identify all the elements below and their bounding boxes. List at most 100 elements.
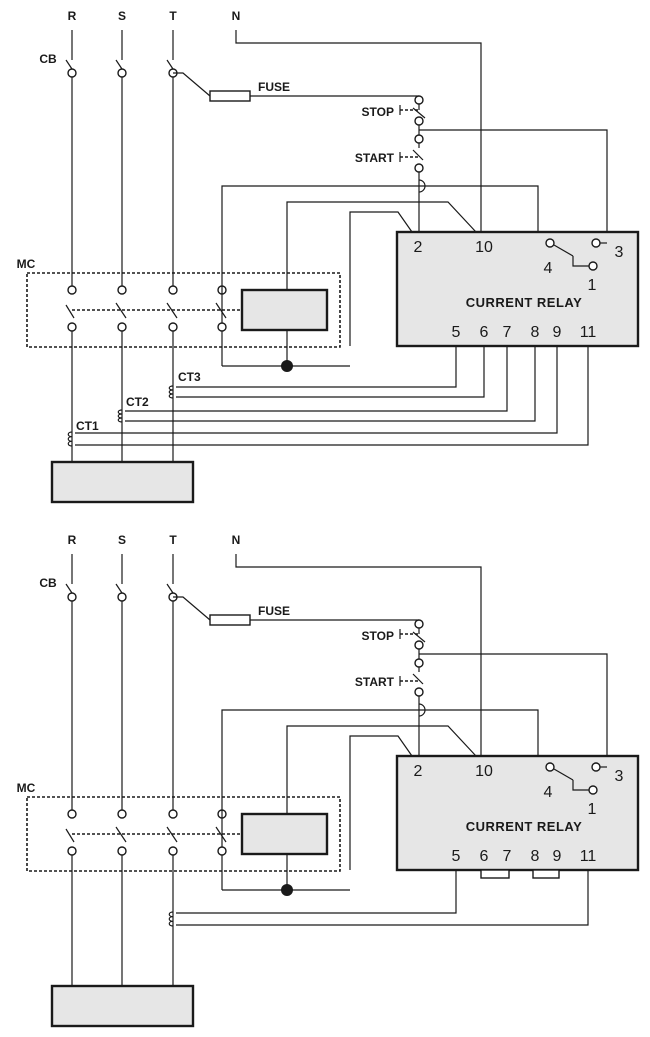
ct2-label: CT2 bbox=[126, 395, 149, 409]
mc-terminal bbox=[117, 809, 127, 819]
control-terminal bbox=[414, 640, 424, 650]
control-terminal bbox=[414, 163, 424, 173]
relay-terminal-6: 6 bbox=[480, 848, 489, 865]
cb-terminal bbox=[67, 592, 77, 602]
relay-terminal-8: 8 bbox=[531, 324, 540, 341]
relay-contact-link bbox=[572, 256, 589, 267]
ct1-coil bbox=[67, 431, 73, 447]
relay-terminal-7: 7 bbox=[503, 324, 512, 341]
relay-terminal-5: 5 bbox=[452, 848, 461, 865]
mc-terminal bbox=[217, 846, 227, 856]
fuse-branch bbox=[173, 72, 211, 97]
fuse-label: FUSE bbox=[258, 604, 290, 618]
ct-wire-a bbox=[176, 870, 457, 914]
control-terminal bbox=[414, 658, 424, 668]
mc-contact bbox=[115, 826, 127, 843]
ct2-coil bbox=[117, 409, 123, 423]
phase-label: T bbox=[169, 9, 177, 23]
start-label: START bbox=[355, 151, 395, 165]
relay-contact-4 bbox=[545, 762, 555, 772]
phase-label-n: N bbox=[232, 533, 241, 547]
mc-contact bbox=[65, 828, 75, 843]
fuse-element bbox=[209, 90, 251, 102]
mc-terminal bbox=[67, 285, 77, 295]
mc-terminal bbox=[67, 322, 77, 332]
mc-terminal bbox=[117, 846, 127, 856]
relay-terminal-1: 1 bbox=[588, 277, 597, 294]
mc-terminal bbox=[67, 809, 77, 819]
mc-contact bbox=[65, 304, 75, 319]
cb-label: CB bbox=[39, 576, 57, 590]
relay-terminal-2: 2 bbox=[414, 763, 423, 780]
start-label: START bbox=[355, 675, 395, 689]
ct-coil bbox=[168, 911, 174, 927]
mc-contact bbox=[215, 826, 227, 843]
fuse-label: FUSE bbox=[258, 80, 290, 94]
contactor-label: MC bbox=[17, 781, 36, 795]
relay-contact-arm bbox=[553, 768, 574, 781]
relay-contact-1 bbox=[588, 785, 598, 795]
relay-contact-3 bbox=[591, 238, 601, 248]
relay-terminal-9: 9 bbox=[553, 848, 562, 865]
ct2-wire-b bbox=[125, 346, 536, 422]
control-terminal bbox=[414, 134, 424, 144]
fuse-element bbox=[209, 614, 251, 626]
relay-terminal-11: 11 bbox=[580, 324, 597, 341]
junction-dot bbox=[281, 360, 293, 372]
relay-2-wire bbox=[349, 211, 413, 346]
ct2-wire-a bbox=[125, 346, 508, 412]
mc-terminal bbox=[67, 846, 77, 856]
current-relay-box bbox=[395, 230, 640, 348]
relay-contact-3 bbox=[591, 762, 601, 772]
cb-terminal bbox=[117, 592, 127, 602]
contactor-outline bbox=[26, 272, 341, 348]
relay-terminal-4: 4 bbox=[544, 260, 553, 277]
mc-contact bbox=[215, 302, 227, 319]
relay-contact-arm bbox=[553, 244, 574, 257]
ct3-label: CT3 bbox=[178, 370, 201, 384]
contactor-outline bbox=[26, 796, 341, 872]
mc-contact bbox=[115, 302, 127, 319]
ct3-wire-a bbox=[176, 346, 457, 388]
contactor-label: MC bbox=[17, 257, 36, 271]
phase-label: S bbox=[118, 9, 126, 23]
mc-terminal bbox=[217, 322, 227, 332]
start-contact bbox=[412, 673, 424, 685]
phase-label: T bbox=[169, 533, 177, 547]
mc-terminal bbox=[168, 846, 178, 856]
cb-terminal bbox=[67, 68, 77, 78]
current-relay-title: CURRENT RELAY bbox=[466, 819, 583, 834]
relay-contact-link bbox=[572, 780, 589, 791]
mc-terminal bbox=[117, 285, 127, 295]
stop-label: STOP bbox=[362, 629, 394, 643]
relay-terminal-4: 4 bbox=[544, 784, 553, 801]
contactor-coil bbox=[240, 288, 329, 332]
neutral-wire bbox=[235, 554, 482, 756]
mc-terminal bbox=[168, 322, 178, 332]
cb-label: CB bbox=[39, 52, 57, 66]
phase-label: S bbox=[118, 533, 126, 547]
phase-label-n: N bbox=[232, 9, 241, 23]
relay-contact-1 bbox=[588, 261, 598, 271]
relay-terminal-1: 1 bbox=[588, 801, 597, 818]
relay-terminal-3: 3 bbox=[615, 768, 624, 785]
relay-terminal-11: 11 bbox=[580, 848, 597, 865]
relay-terminal-3: 3 bbox=[615, 244, 624, 261]
start-contact bbox=[412, 149, 424, 161]
phase-label: R bbox=[68, 533, 77, 547]
control-terminal bbox=[414, 687, 424, 697]
holding-wire bbox=[419, 653, 608, 762]
current-relay-title: CURRENT RELAY bbox=[466, 295, 583, 310]
neutral-wire bbox=[235, 30, 482, 232]
relay-terminal-9: 9 bbox=[553, 324, 562, 341]
relay-terminal-5: 5 bbox=[452, 324, 461, 341]
motor-load bbox=[50, 460, 195, 504]
jumper-8-9 bbox=[532, 869, 560, 879]
relay-terminal-8: 8 bbox=[531, 848, 540, 865]
relay-terminal-6: 6 bbox=[480, 324, 489, 341]
ct1-wire-a bbox=[75, 346, 558, 434]
cb-terminal bbox=[117, 68, 127, 78]
current-relay-box bbox=[395, 754, 640, 872]
